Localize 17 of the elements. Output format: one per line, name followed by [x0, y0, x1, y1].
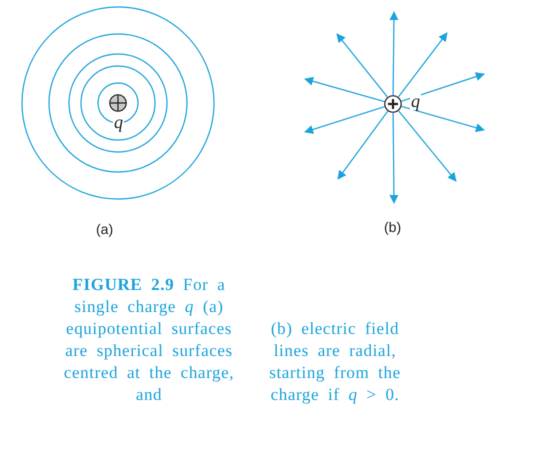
charge-label: q [410, 92, 421, 110]
field-line-arrow [389, 113, 398, 204]
field-line-arrow [389, 11, 398, 95]
field-line-arrow [304, 106, 385, 134]
charge-symbol [384, 95, 402, 113]
panel-label: (b) [384, 219, 402, 235]
field-line-arrow [337, 110, 388, 180]
charge-symbol [109, 94, 127, 112]
field-line-arrow [398, 110, 457, 182]
field-line-arrow [304, 76, 384, 102]
field-line-arrow [401, 72, 485, 102]
field-line-arrow [398, 32, 448, 98]
caption-text: (b) electric field lines are radial, starting from the charge if q > 0. [268, 318, 402, 406]
field-line-arrow [336, 33, 388, 98]
caption-text: FIGURE 2.9 For a single charge q (a) equipotential surfaces are spherical surfaces centred at the charge, and [62, 274, 236, 406]
panel-label: (a) [96, 221, 114, 237]
field-line-arrow [401, 106, 485, 132]
